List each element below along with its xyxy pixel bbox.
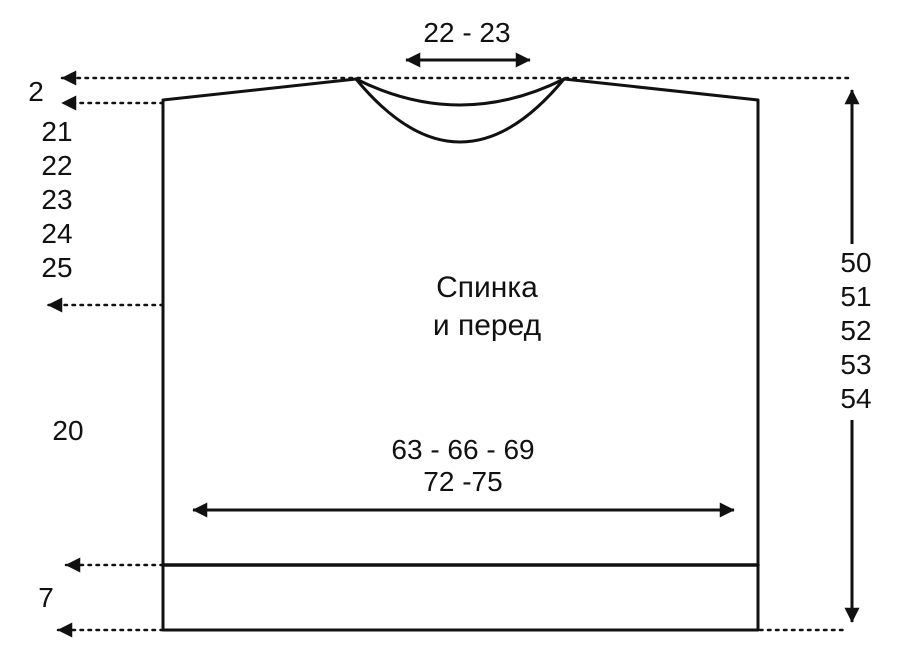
body-width-label-line1: 63 - 66 - 69 (391, 434, 534, 465)
total-length-label: 54 (840, 383, 871, 414)
armhole-depth-label: 23 (41, 184, 72, 215)
total-length-label: 53 (840, 349, 871, 380)
armhole-depth-label: 22 (41, 150, 72, 181)
piece-title-line1: Спинка (436, 271, 538, 304)
hem-height-label: 7 (38, 582, 54, 613)
armhole-depth-label: 21 (41, 116, 72, 147)
body-width-label-line2: 72 -75 (423, 466, 502, 497)
lower-section-label: 20 (52, 415, 83, 446)
total-length-label: 52 (840, 315, 871, 346)
total-length-label: 51 (840, 281, 871, 312)
piece-title-line2: и перед (433, 309, 541, 342)
garment-outline (161, 77, 760, 632)
total-length-label: 50 (840, 247, 871, 278)
shoulder-drop-label: 2 (28, 76, 44, 107)
armhole-depth-label: 25 (41, 252, 72, 283)
front-neckline-curve (354, 77, 566, 144)
armhole-depth-label: 24 (41, 218, 72, 249)
neck-width-label: 22 - 23 (423, 17, 510, 48)
